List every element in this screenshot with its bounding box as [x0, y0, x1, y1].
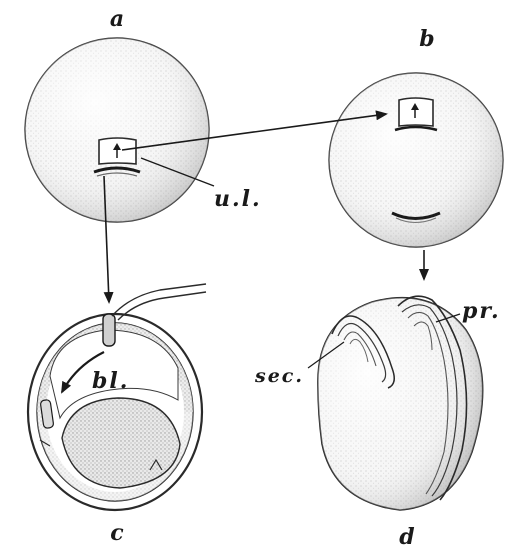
label-secondary: sec. [254, 365, 304, 387]
host-gastrula [329, 73, 503, 247]
donor-gastrula [25, 38, 209, 222]
label-primary: pr. [462, 298, 501, 324]
label-blastocoel: bl. [92, 368, 129, 394]
graft-in-pipette [103, 314, 115, 346]
panel-letter-b: b [419, 26, 434, 52]
panel-letter-d: d [399, 524, 414, 549]
double-embryo [318, 296, 483, 510]
host-section [28, 314, 202, 510]
panel-letter-c: c [110, 520, 124, 546]
panel-letter-a: a [110, 6, 124, 32]
host-graft-region [399, 98, 433, 126]
label-upper-lip: u.l. [214, 186, 262, 212]
